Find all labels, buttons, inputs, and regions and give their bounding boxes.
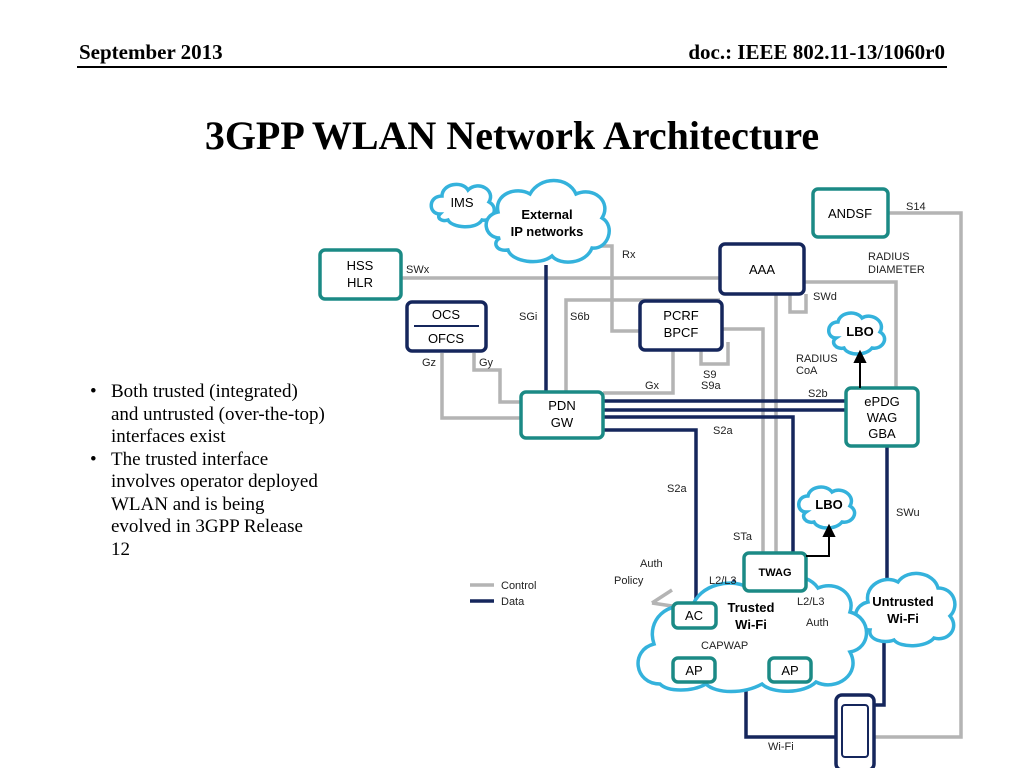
bullet-item: The trusted interface involves operator … (86, 449, 326, 562)
cloud-lbo-mid: LBO (797, 485, 857, 530)
label-auth-top: Auth (640, 558, 663, 570)
legend: Control Data (470, 580, 536, 608)
label-swd: SWd (813, 291, 837, 303)
label-sgi: SGi (519, 311, 537, 323)
label-s14: S14 (906, 201, 926, 213)
header-doc-id: doc.: IEEE 802.11-13/1060r0 (688, 40, 945, 64)
trusted-label-1: Trusted (728, 600, 775, 615)
label-gz: Gz (422, 357, 436, 369)
lbo-top-label: LBO (846, 324, 873, 339)
label-sta: STa (733, 531, 753, 543)
label-capwap: CAPWAP (701, 640, 748, 652)
legend-data-label: Data (501, 596, 525, 608)
node-aaa: AAA (718, 242, 806, 296)
label-l2l3-right: L2/L3 (797, 596, 825, 608)
phone-icon (834, 693, 876, 768)
label-radius-diameter-2: DIAMETER (868, 264, 925, 276)
label-rx: Rx (622, 249, 636, 261)
label-s2b: S2b (808, 388, 828, 400)
untrusted-label-2: Wi-Fi (887, 611, 919, 626)
lbo-arrows (806, 349, 867, 557)
node-ocs-ofcs: OCS OFCS (405, 300, 488, 353)
node-ap-right: AP (767, 656, 813, 684)
pdn-label: PDN (548, 398, 575, 413)
ims-label: IMS (450, 195, 473, 210)
bpcf-label: BPCF (664, 325, 699, 340)
external-label-1: External (521, 207, 572, 222)
label-swu: SWu (896, 507, 920, 519)
label-s2a-right: S2a (713, 425, 733, 437)
node-andsf: ANDSF (811, 187, 890, 239)
legend-control-label: Control (501, 580, 536, 592)
label-swx: SWx (406, 264, 430, 276)
label-policy: Policy (614, 575, 644, 587)
bullet-list: Both trusted (integrated) and untrusted … (86, 381, 326, 561)
label-auth-right: Auth (806, 617, 829, 629)
ap-left-label: AP (685, 663, 702, 678)
label-s9a: S9a (701, 380, 721, 392)
label-gy: Gy (479, 357, 494, 369)
label-gx: Gx (645, 380, 660, 392)
label-radius-diameter-1: RADIUS (868, 251, 910, 263)
hss-label: HSS (347, 258, 374, 273)
node-ac: AC (671, 601, 718, 630)
gba-label: GBA (868, 426, 896, 441)
label-s2a-left: S2a (667, 483, 687, 495)
label-radius-coa-2: CoA (796, 365, 818, 377)
bullet-item: Both trusted (integrated) and untrusted … (86, 381, 326, 449)
label-s9: S9 (703, 369, 716, 381)
node-hss-hlr: HSS HLR (318, 248, 403, 301)
andsf-label: ANDSF (828, 206, 872, 221)
label-wifi: Wi-Fi (768, 741, 794, 753)
ofcs-label: OFCS (428, 331, 464, 346)
cloud-ims: IMS (429, 182, 496, 229)
slide-title: 3GPP WLAN Network Architecture (204, 113, 820, 158)
cloud-external-ip: External IP networks (484, 178, 611, 264)
wag-label: WAG (867, 410, 898, 425)
ocs-label: OCS (432, 307, 461, 322)
lbo-mid-label: LBO (815, 497, 842, 512)
node-pcrf-bpcf: PCRF BPCF (638, 299, 724, 352)
cloud-lbo-top: LBO (827, 311, 887, 356)
ap-right-label: AP (781, 663, 798, 678)
cloud-untrusted-wifi: Untrusted Wi-Fi (853, 571, 957, 648)
trusted-label-2: Wi-Fi (735, 617, 767, 632)
aaa-label: AAA (749, 262, 775, 277)
label-s6b: S6b (570, 311, 590, 323)
twag-label: TWAG (759, 567, 792, 579)
label-l2l3-left: L2/L3 (709, 575, 737, 587)
hlr-label: HLR (347, 275, 373, 290)
label-radius-coa-1: RADIUS (796, 353, 838, 365)
ac-label: AC (685, 608, 703, 623)
epdg-label: ePDG (864, 394, 899, 409)
header-rule (77, 66, 947, 68)
gw-label: GW (551, 415, 574, 430)
node-epdg-wag-gba: ePDG WAG GBA (844, 386, 920, 448)
pcrf-label: PCRF (663, 308, 698, 323)
untrusted-label-1: Untrusted (872, 594, 933, 609)
external-label-2: IP networks (511, 224, 584, 239)
node-twag: TWAG (742, 551, 808, 593)
interface-labels: SWx Rx SGi S6b Gz Gy Gx S9 S9a SWd RADIU… (406, 201, 926, 753)
node-ap-left: AP (671, 656, 717, 684)
node-pdn-gw: PDN GW (519, 390, 605, 440)
header-date: September 2013 (79, 40, 223, 64)
